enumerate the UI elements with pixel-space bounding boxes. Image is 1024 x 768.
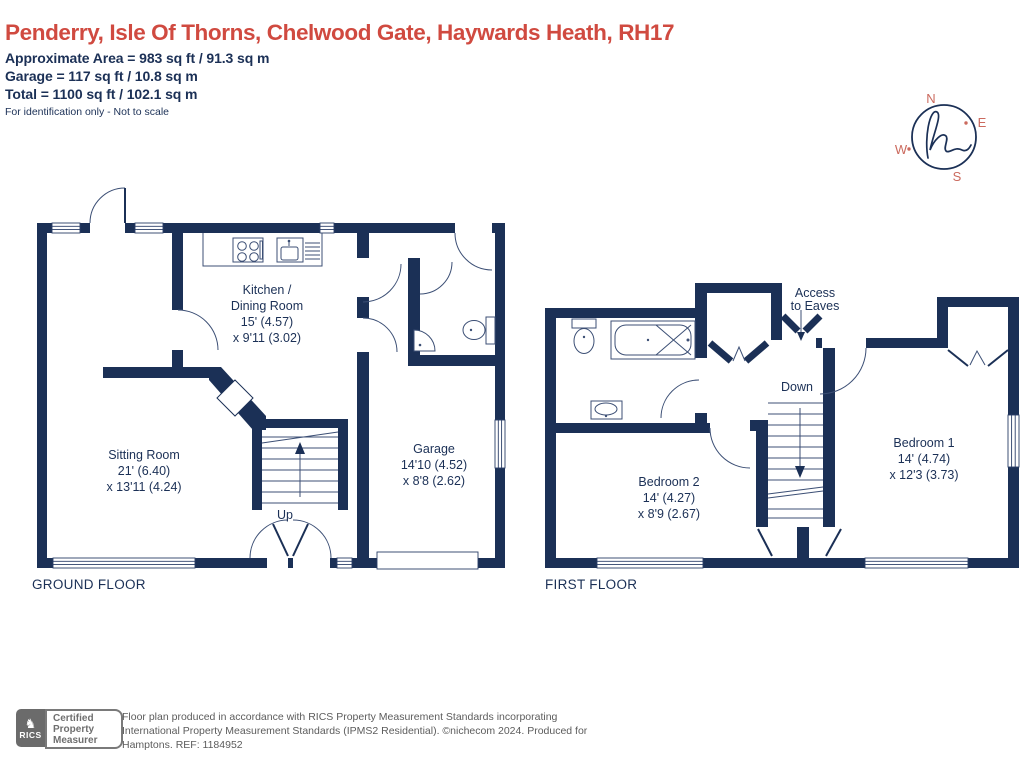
first-floor-walls	[545, 283, 1019, 568]
understairs-cupboard-doors	[757, 528, 842, 557]
ground-floor-windows	[51, 222, 506, 570]
page-title: Penderry, Isle Of Thorns, Chelwood Gate,…	[5, 20, 675, 45]
access-to-eaves-door	[780, 310, 823, 341]
first-floor-title: FIRST FLOOR	[545, 577, 638, 592]
certified-property-measurer-badge: Certified Property Measurer	[45, 709, 123, 749]
first-floor-windows	[596, 414, 1020, 569]
compass-rose-icon: N E W S	[895, 91, 987, 184]
garage-area: Garage = 117 sq ft / 10.8 sq m	[5, 68, 198, 84]
rics-logo: ♞ RICS	[16, 709, 45, 747]
stairs-up-label: Up	[277, 508, 293, 522]
first-floor-plan	[545, 283, 1020, 569]
drainer-icon	[305, 242, 320, 260]
total-area: Total = 1100 sq ft / 102.1 sq m	[5, 86, 198, 102]
toilet-cistern-icon	[571, 318, 597, 329]
garage-door	[376, 551, 479, 570]
ground-floor-plan	[37, 187, 506, 570]
kitchen-dining-label: Kitchen / Dining Room 15' (4.57) x 9'11 …	[230, 283, 304, 345]
toilet-cistern-icon	[485, 316, 496, 345]
kitchen-counter	[202, 233, 323, 267]
hamptons-h-logo-icon	[925, 111, 972, 159]
up-arrow-icon	[295, 442, 305, 454]
bedroom-2-label: Bedroom 2 14' (4.27) x 8'9 (2.67)	[637, 475, 701, 521]
chimney-breast	[216, 379, 254, 417]
ground-floor-outer-walls	[37, 223, 505, 568]
staircase-down	[767, 402, 824, 519]
approximate-area: Approximate Area = 983 sq ft / 91.3 sq m	[5, 50, 270, 66]
compass-west: W	[895, 142, 908, 157]
stairs-down-label: Down	[781, 380, 813, 394]
compass-east: E	[978, 115, 987, 130]
bedroom-1-label: Bedroom 1 14' (4.74) x 12'3 (3.73)	[889, 436, 959, 482]
production-note: Floor plan produced in accordance with R…	[122, 711, 588, 751]
cloakroom-fixtures	[413, 316, 496, 352]
sitting-room-label: Sitting Room 21' (6.40) x 13'11 (4.24)	[106, 448, 182, 494]
corner-basin-icon	[413, 329, 436, 352]
down-arrow-small-icon	[797, 332, 805, 341]
ground-floor-title: GROUND FLOOR	[32, 577, 146, 592]
toilet-icon	[462, 320, 486, 340]
toilet-icon	[573, 328, 595, 354]
scale-disclaimer: For identification only - Not to scale	[5, 106, 169, 118]
bathroom-fixtures	[571, 318, 696, 420]
access-to-eaves-label: Access to Eaves	[790, 286, 840, 313]
shower-over-bath-icon	[655, 324, 692, 356]
dormer-recess-doors	[947, 349, 1009, 367]
compass-south: S	[953, 169, 962, 184]
garage-label: Garage 14'10 (4.52) x 8'8 (2.62)	[400, 442, 468, 488]
rics-lion-icon: ♞	[24, 715, 37, 731]
ground-floor-doors	[89, 187, 493, 559]
staircase-up	[261, 431, 339, 504]
eaves-closet-doors	[707, 340, 770, 364]
first-floor-doors	[660, 347, 867, 469]
down-arrow-icon	[795, 466, 805, 478]
compass-north: N	[926, 91, 935, 106]
